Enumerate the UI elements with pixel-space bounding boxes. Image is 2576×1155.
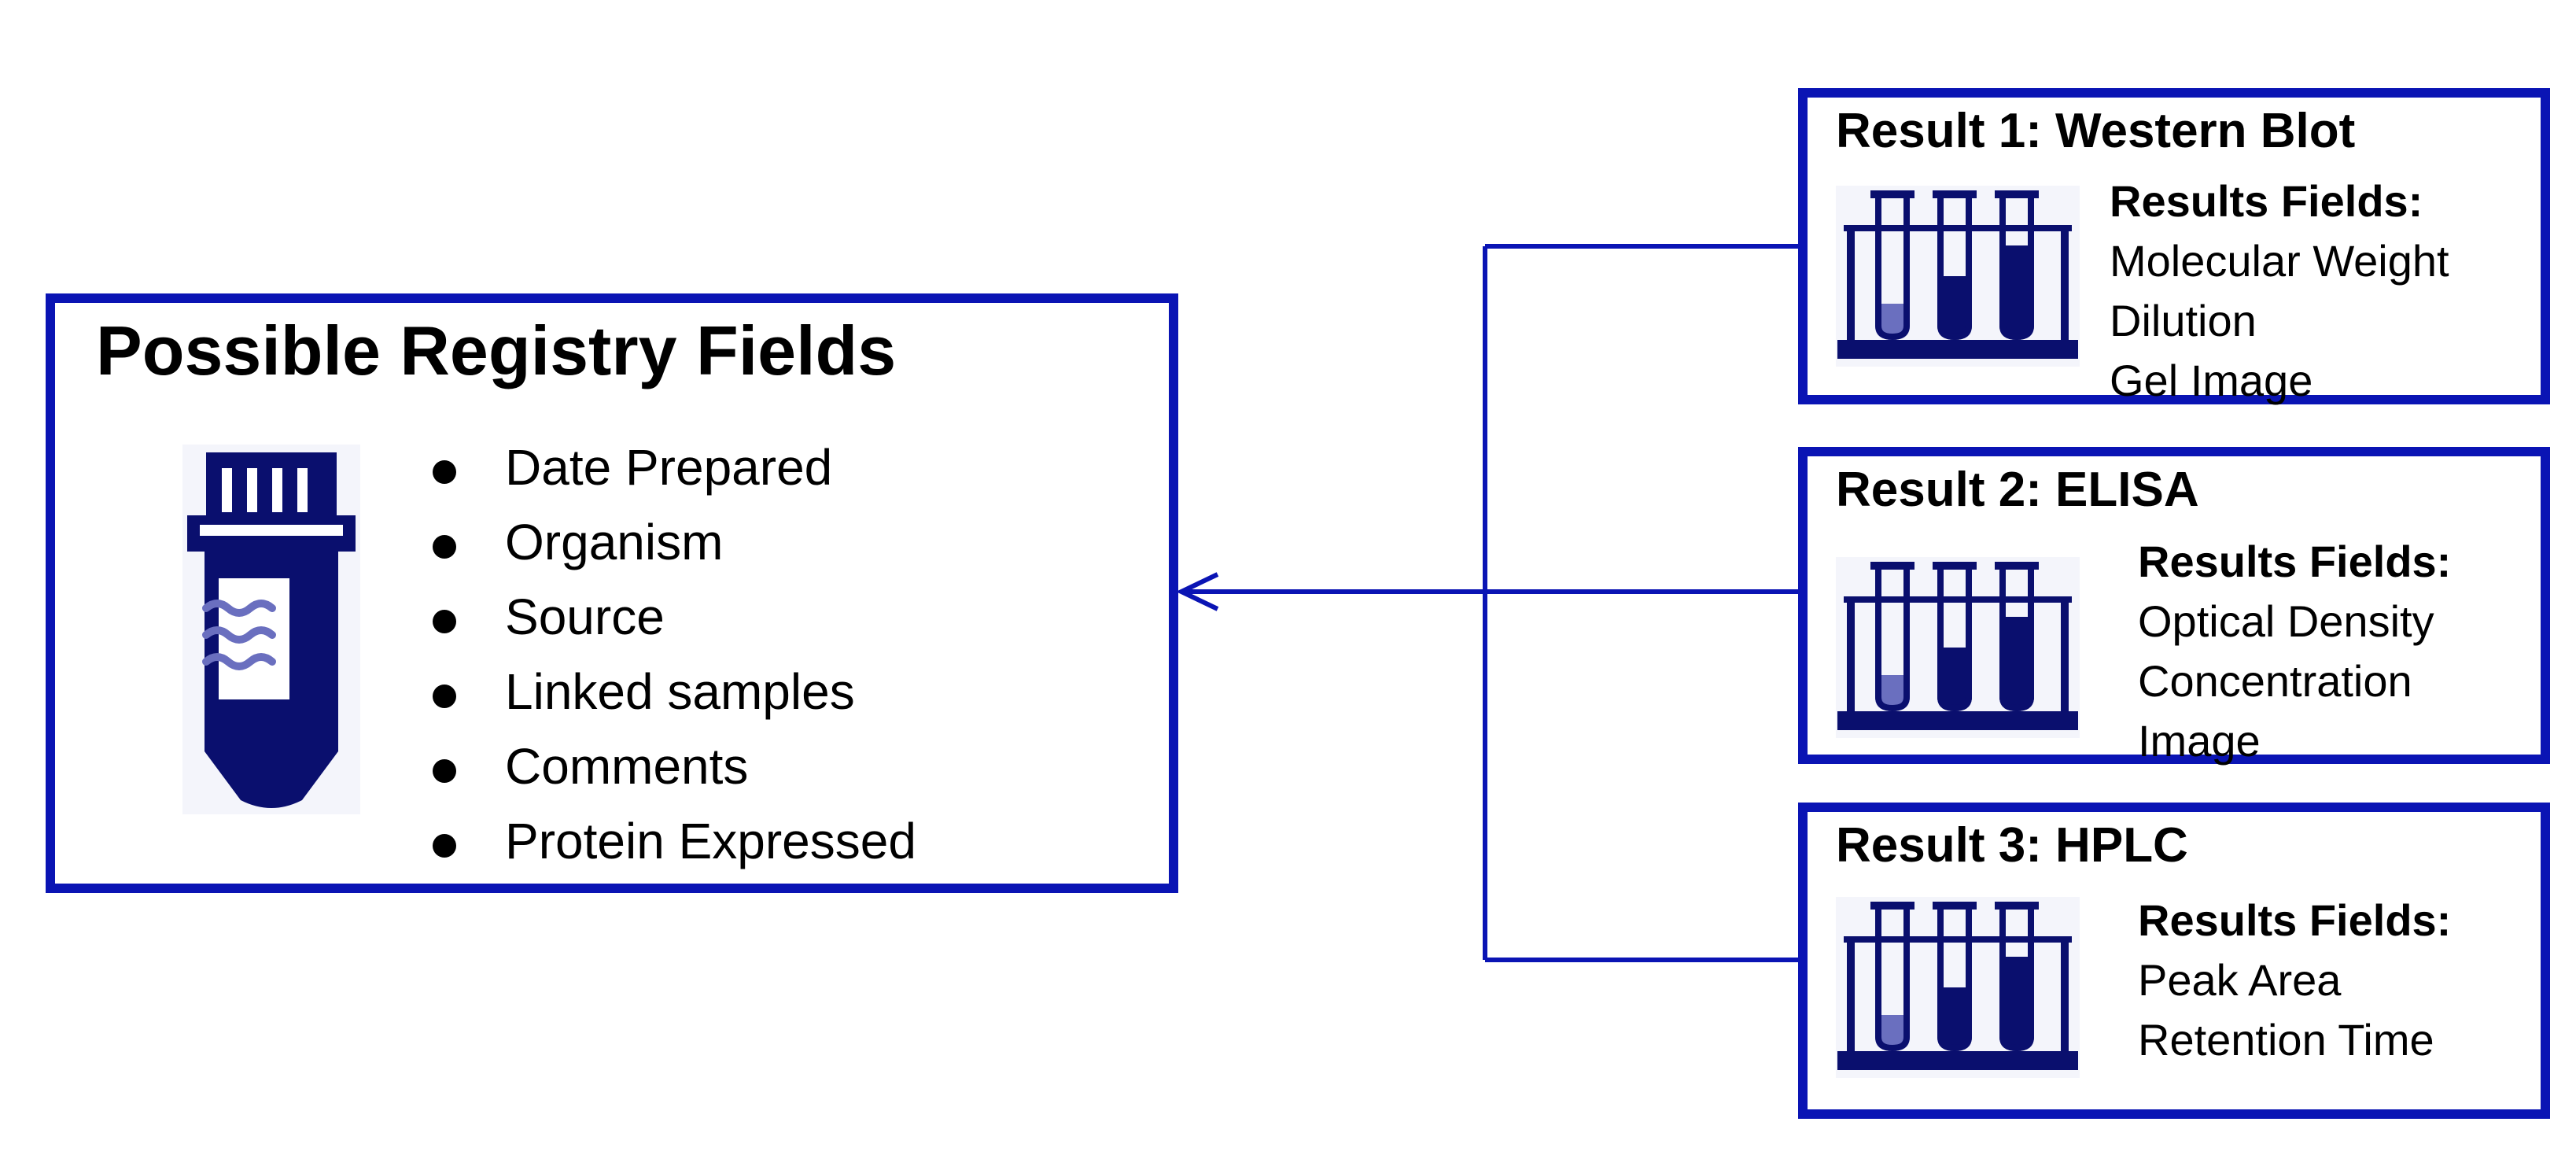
result-box-western-blot: Result 1: Western Blot Results Fields: M…: [1798, 88, 2550, 405]
result-fields-list: Results Fields: Optical Density Concentr…: [2138, 532, 2451, 771]
registry-fields-list: Date Prepared Organism Source Linked sam…: [433, 430, 916, 879]
list-item: Gel Image: [2110, 356, 2313, 405]
result-box-hplc: Result 3: HPLC Results Fields: Peak Area…: [1798, 803, 2550, 1119]
list-item: Comments: [433, 729, 916, 804]
list-item: Optical Density: [2138, 596, 2434, 646]
arrowhead-icon: [1176, 572, 1219, 611]
result-fields-heading: Results Fields:: [2138, 895, 2452, 945]
result-fields-heading: Results Fields:: [2138, 537, 2452, 586]
result-title: Result 2: ELISA: [1836, 463, 2199, 517]
result-title: Result 1: Western Blot: [1836, 104, 2356, 158]
list-item: Source: [433, 580, 916, 655]
result-fields-heading: Results Fields:: [2110, 176, 2423, 226]
result-fields-list: Results Fields: Peak Area Retention Time: [2138, 891, 2451, 1070]
registry-title: Possible Registry Fields: [96, 312, 897, 389]
result-fields-list: Results Fields: Molecular Weight Dilutio…: [2110, 172, 2449, 411]
registry-fields-box: Possible Registry Fields Date Prepared O…: [46, 293, 1178, 893]
result-title: Result 3: HPLC: [1836, 818, 2188, 873]
list-item: Linked samples: [433, 655, 916, 729]
list-item: Peak Area: [2138, 955, 2342, 1005]
result-box-elisa: Result 2: ELISA Results Fields: Optical …: [1798, 447, 2550, 766]
list-item: Image: [2138, 716, 2261, 766]
list-item: Organism: [433, 505, 916, 580]
sample-tube-icon: [182, 445, 360, 814]
list-item: Concentration: [2138, 656, 2412, 706]
list-item: Molecular Weight: [2110, 236, 2449, 286]
test-tube-rack-icon: [1836, 557, 2080, 738]
list-item: Protein Expressed: [433, 804, 916, 879]
test-tube-rack-icon: [1836, 186, 2080, 367]
list-item: Dilution: [2110, 296, 2257, 345]
list-item: Retention Time: [2138, 1015, 2434, 1065]
test-tube-rack-icon: [1836, 897, 2080, 1078]
list-item: Date Prepared: [433, 430, 916, 505]
